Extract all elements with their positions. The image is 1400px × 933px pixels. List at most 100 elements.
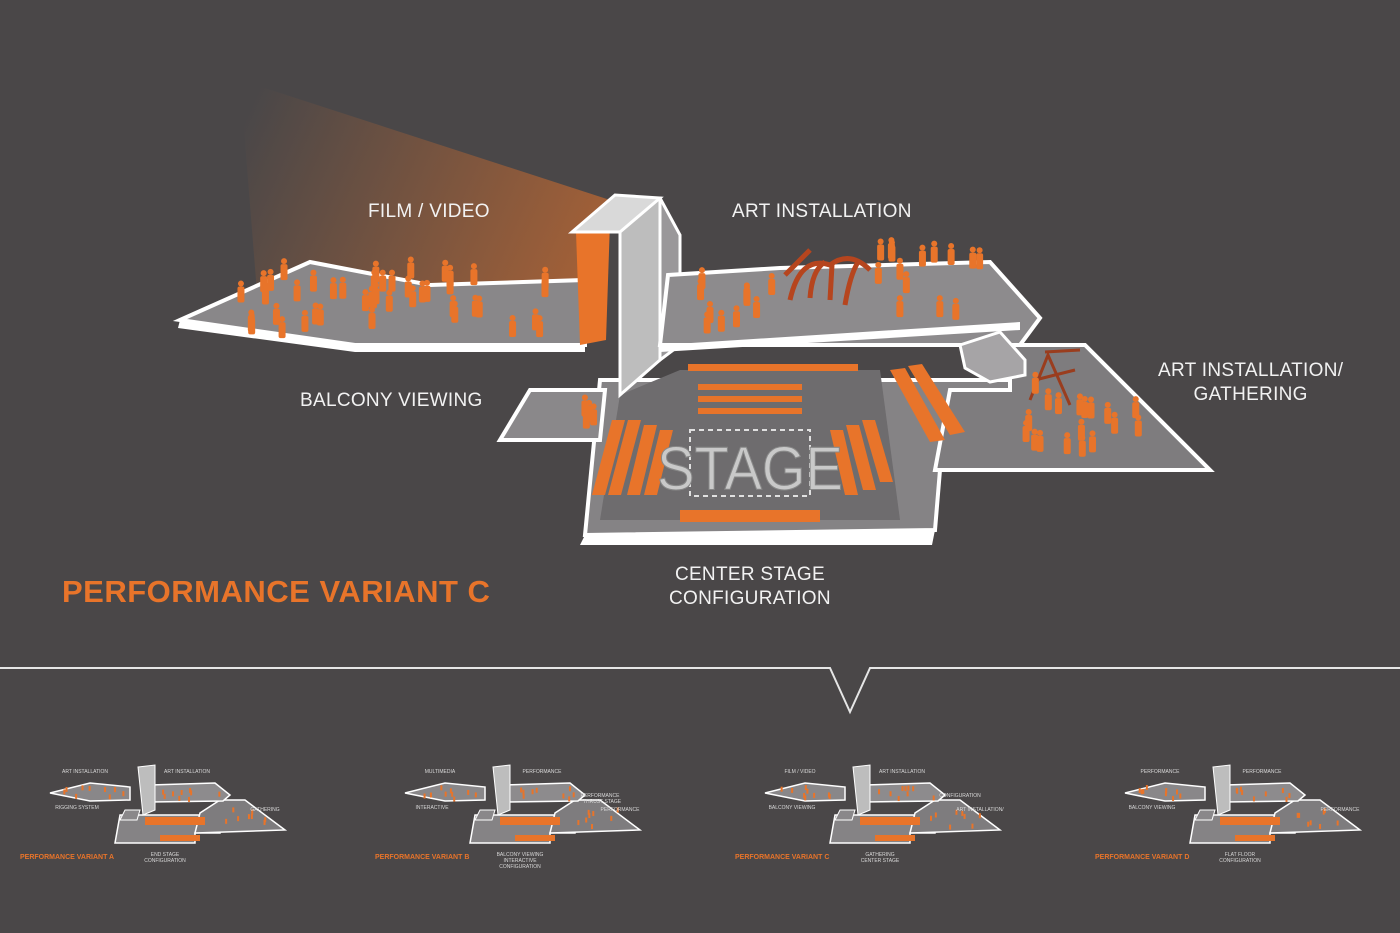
person-figure [896,257,904,280]
thumbnail-label: CENTER STAGE [860,858,900,864]
person-figure [1036,429,1044,452]
variant-b-thumbnail[interactable]: MULTIMEDIA PERFORMANCE INTERACTIVE PERFORMA… [370,755,670,885]
center-stage-line-2: CONFIGURATION [669,588,831,609]
person-figure [717,309,725,332]
person-figure [874,261,882,284]
person-figure [976,247,984,270]
variant-c-thumbnail[interactable]: FILM / VIDEO ART INSTALLATION BALCONY VIEW… [730,755,1030,885]
thumbnail-label: BALCONY VIEWING [1128,805,1176,811]
person-figure [918,244,926,267]
thumbnail-label: PERFORMANCE [580,793,620,799]
audience-figures [237,237,1142,457]
person-figure [1031,428,1039,451]
art-installation-label: ART INSTALLATION [732,201,912,222]
thumbnail-label: BALCONY VIEWING [768,805,816,811]
balcony-viewing-label: BALCONY VIEWING [300,390,483,411]
thumbnail-title: PERFORMANCE VARIANT C [735,854,830,861]
thumbnail-label: GATHERING [865,852,895,858]
center-stage-label: CENTER STAGE CONFIGURATION [669,563,831,611]
person-figure [541,275,549,298]
thumbnail-label: BALCONY VIEWING [496,852,544,858]
person-figure [451,300,459,323]
thumbnail-label: ART INSTALLATION [61,769,109,775]
thumbnail-label: FILM / VIDEO [784,769,816,775]
person-figure [423,279,431,302]
art-gathering-line-1: ART INSTALLATION/ [1158,360,1344,381]
person-figure [698,267,706,290]
right-seating [830,364,965,495]
stage-outline [689,429,811,497]
left-seating [592,420,673,495]
person-figure [339,276,347,299]
person-figure [887,237,895,260]
person-figure [385,289,393,312]
art-sculpture [783,248,872,306]
person-figure [388,269,396,292]
person-figure [261,282,269,305]
person-figure [361,289,369,312]
person-figure [930,240,938,263]
person-figure [372,282,380,305]
thumbnail-label: PERFORMANCE [1242,769,1282,775]
person-figure [278,316,286,339]
person-figure [407,256,415,279]
page-title: PERFORMANCE VARIANT C [62,574,491,609]
person-figure [329,277,337,300]
thumbnail-diagram [404,764,643,844]
thumbnail-label: THRUST STAGE [582,799,622,805]
person-figure [1031,371,1039,394]
stage-pit [600,370,900,520]
person-figure [1076,393,1084,416]
divider-line [0,667,1400,715]
person-figure [877,238,885,261]
thumbnail-label: PERFORMANCE [600,807,640,813]
person-figure [470,263,478,286]
thumbnail-label: PERFORMANCE [522,769,562,775]
person-figure [768,273,776,296]
variant-a-thumbnail[interactable]: ART INSTALLATION ART INSTALLATION RIGGING … [15,755,315,885]
person-figure [1054,392,1062,415]
person-figure [312,302,320,325]
person-figure [1088,430,1096,453]
person-figure [902,271,910,294]
person-figure [936,295,944,318]
thumbnail-label: RIGGING SYSTEM [55,805,99,811]
thumbnail-label: PERFORMANCE [1320,807,1360,813]
person-figure [301,309,309,332]
person-figure [969,246,977,269]
thumbnail-label: GATHERING [250,807,280,813]
person-figure [1025,409,1033,432]
thumbnail-label: MULTIMEDIA [424,769,456,775]
thumbnail-label: INTERACTIVE [415,805,449,811]
thumbnail-label: CONFIGURATION [939,793,981,799]
person-figure [446,272,454,295]
thumbnail-label: CONFIGURATION [499,864,541,870]
person-figure [1044,388,1052,411]
thumbnail-title: PERFORMANCE VARIANT B [375,854,470,861]
film-video-label: FILM / VIDEO [368,201,490,222]
person-figure [293,279,301,302]
person-figure [372,260,380,283]
person-figure [509,315,517,338]
thumbnail-label: INTERACTIVE [503,858,537,864]
person-figure [952,297,960,320]
thumbnail-label: FLAT FLOOR [1224,852,1256,858]
thumbnail-label: END STAGE [150,852,180,858]
person-figure [368,306,376,329]
person-figure [248,312,256,335]
person-figure [585,399,593,422]
person-figure [1132,396,1140,419]
gathering-platform [932,343,1215,472]
thumbnail-label: CONFIGURATION [144,858,186,864]
projection-screen [576,222,610,345]
person-figure [1104,401,1112,424]
thumbnail-label: ART INSTALLATION [878,769,926,775]
person-figure [743,283,751,306]
thumbnail-label: CONFIGURATION [1219,858,1261,864]
thumbnail-label: ART INSTALLATION [163,769,211,775]
person-figure [531,308,539,331]
person-figure [379,269,387,292]
art-gathering-line-2: GATHERING [1193,384,1308,405]
